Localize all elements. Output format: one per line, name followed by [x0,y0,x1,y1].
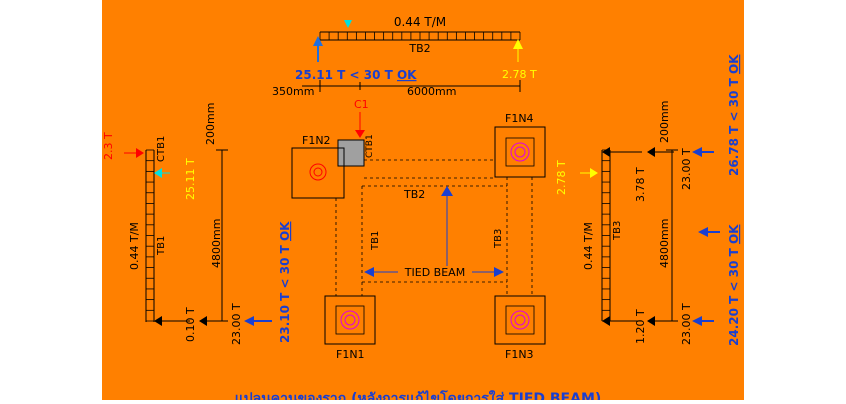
left-dimension-top: 200mm [204,103,217,145]
left-cyan-force-text: 25.11 T [184,158,197,200]
right-beam-label: TB3 [612,221,623,241]
footing-f1n1-label: F1N1 [336,348,365,361]
tied-beam-right-arrow-icon [494,267,504,277]
footing-f1n4 [494,126,546,178]
right-mid-arrow-icon [698,227,708,237]
column-square [337,139,365,167]
column-load-arrow-icon [355,130,365,138]
left-top-force-arrow-icon [136,148,144,158]
footing-f1n1 [324,295,376,345]
right-top-reaction-text: 23.00 T [680,148,693,190]
footing-f1n4-pile-inner [514,146,526,158]
footing-f1n1-column [335,305,365,335]
foundation-plan: F1N2 F1N4 F1N1 F1N3 [291,112,546,361]
top-beam-load-ticks [319,32,521,40]
left-bottom-force-arrow-icon [154,316,162,326]
right-top-check-arrow-icon [692,147,702,157]
sheet-background [102,0,744,400]
footing-f1n3-label: F1N3 [505,348,534,361]
plan-ctb-label: CTB1 [365,134,375,158]
right-bottom-check-arrow-icon [692,316,702,326]
right-bottom-check-text: 24.20 T < 30 T OK [727,224,741,346]
drawing-sheet: 0.44 T/M TB2 25.11 T < 30 T OK 2.78 T 35… [102,0,744,404]
right-top-force-arrow-icon [602,147,610,157]
right-dimension-top: 200mm [658,101,671,143]
footing-f1n4-pile-icon [510,142,530,162]
footing-f1n2-label: F1N2 [302,134,331,147]
right-top-check-text: 26.78 T < 30 T OK [727,54,741,176]
left-load-label: 0.44 T/M [128,222,141,270]
top-beam-label: TB2 [408,42,430,55]
footing-f1n1-pile-inner [344,314,356,326]
plan-tb3-label: TB3 [493,229,504,249]
foundation-plan-drawing: 0.44 T/M TB2 25.11 T < 30 T OK 2.78 T 35… [102,0,744,404]
left-top-force-text: 2.3 T [102,132,115,160]
right-bottom-force-arrow-icon [602,316,610,326]
tied-beam-up-arrow-icon [441,186,453,196]
top-left-reaction-text: 25.11 T < 30 T OK [295,68,417,82]
footing-f1n3-pile-icon [510,310,530,330]
footing-f1n3 [494,295,546,345]
right-top-reaction-arrow-icon [647,147,655,157]
right-bottom-reaction-text: 23.00 T [680,303,693,345]
footing-f1n3-column [505,305,535,335]
footing-f1n2 [291,147,345,199]
right-beam-diagram: 2.78 T 0.44 T/M TB3 3.78 T 23.00 T 1.20 … [555,54,741,346]
tied-beam-left-arrow-icon [364,267,374,277]
top-right-reaction-text: 2.78 T [502,68,537,81]
footing-f1n4-label: F1N4 [505,112,534,125]
top-beam-diagram: 0.44 T/M TB2 25.11 T < 30 T OK 2.78 T 35… [272,15,537,98]
top-dimension-left: 350mm [272,85,314,98]
left-bottom-force-text: 0.10 T [184,307,197,342]
left-cyan-force-arrow-icon [154,168,162,178]
footing-f1n3-pile-inner [514,314,526,326]
tied-beam-label: TIED BEAM [404,266,465,279]
left-check-text: 23.10 T < 30 T OK [278,221,292,343]
column-label: C1 [354,98,369,111]
left-check-arrow-icon [244,316,254,326]
left-beam-label: TB1 [156,236,167,256]
left-beam-diagram: 2.3 T CTB1 25.11 T 0.44 T/M TB1 0.10 T 2… [102,103,292,345]
left-dimension-main: 4800mm [210,219,223,268]
top-left-reaction-arrow-icon [313,36,323,46]
plan-tb1-label: TB1 [370,231,381,251]
right-top-force-text: 3.78 T [634,167,647,202]
right-bottom-force-text: 1.20 T [634,309,647,344]
top-beam-load-label: 0.44 T/M [394,15,446,29]
drawing-caption: แปลนคานของราก (หลังการแก้ไขโดยการใส่ TIE… [235,389,602,400]
left-reaction-text: 23.00 T [230,303,243,345]
footing-f1n4-column [505,137,535,167]
right-bottom-reaction-arrow-icon [647,316,655,326]
top-right-reaction-arrow-icon [513,39,523,49]
right-dimension-main: 4800mm [658,219,671,268]
right-yellow-force-text: 2.78 T [555,160,568,195]
left-ctb-label: CTB1 [156,136,167,162]
top-beam-load-marker-icon [344,20,352,28]
left-reaction-arrow-icon [199,316,207,326]
top-dimension-main: 6000mm [407,85,456,98]
right-load-label: 0.44 T/M [582,222,595,270]
footing-f1n1-pile-icon [340,310,360,330]
footing-f1n2-pile-inner [313,167,323,177]
right-yellow-force-arrow-icon [590,168,598,178]
plan-tb2-label: TB2 [403,188,425,201]
footing-f1n2-pile-icon [309,163,327,181]
column-c1: C1 CTB1 [337,98,375,167]
left-beam-load-ticks [146,149,154,322]
